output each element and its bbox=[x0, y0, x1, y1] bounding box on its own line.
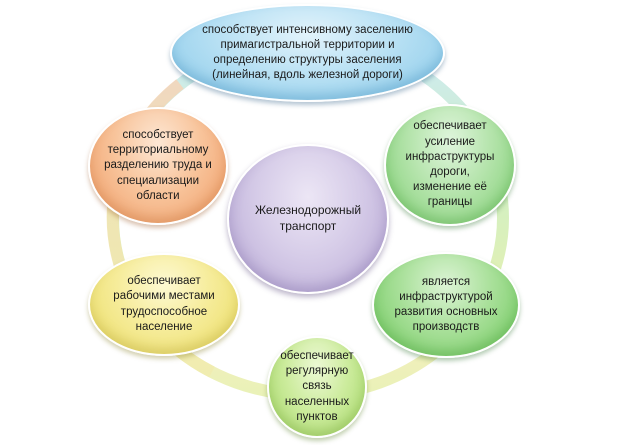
node-bottom: обеспечивает регулярную связь населенных… bbox=[267, 336, 367, 438]
node-upper-left: способствует территориальному разделению… bbox=[88, 107, 228, 225]
node-top-text: способствует интенсивному заселению прим… bbox=[202, 23, 413, 82]
node-lower-right: является инфраструктурой развития основн… bbox=[372, 252, 520, 358]
center-node: Железнодорожный транспорт bbox=[227, 144, 389, 294]
center-node-text: Железнодорожный транспорт bbox=[254, 203, 362, 233]
node-top: способствует интенсивному заселению прим… bbox=[170, 4, 445, 102]
node-upper-right-text: обеспечивает усиление инфраструктуры дор… bbox=[405, 120, 495, 209]
node-lower-left-text: обеспечивает рабочими местами трудоспосо… bbox=[113, 275, 215, 333]
node-bottom-text: обеспечивает регулярную связь населенных… bbox=[280, 350, 354, 423]
node-upper-left-text: способствует территориальному разделению… bbox=[104, 129, 212, 202]
node-lower-right-text: является инфраструктурой развития основн… bbox=[394, 275, 498, 334]
node-lower-left: обеспечивает рабочими местами трудоспосо… bbox=[88, 253, 240, 356]
node-upper-right: обеспечивает усиление инфраструктуры дор… bbox=[384, 104, 516, 226]
